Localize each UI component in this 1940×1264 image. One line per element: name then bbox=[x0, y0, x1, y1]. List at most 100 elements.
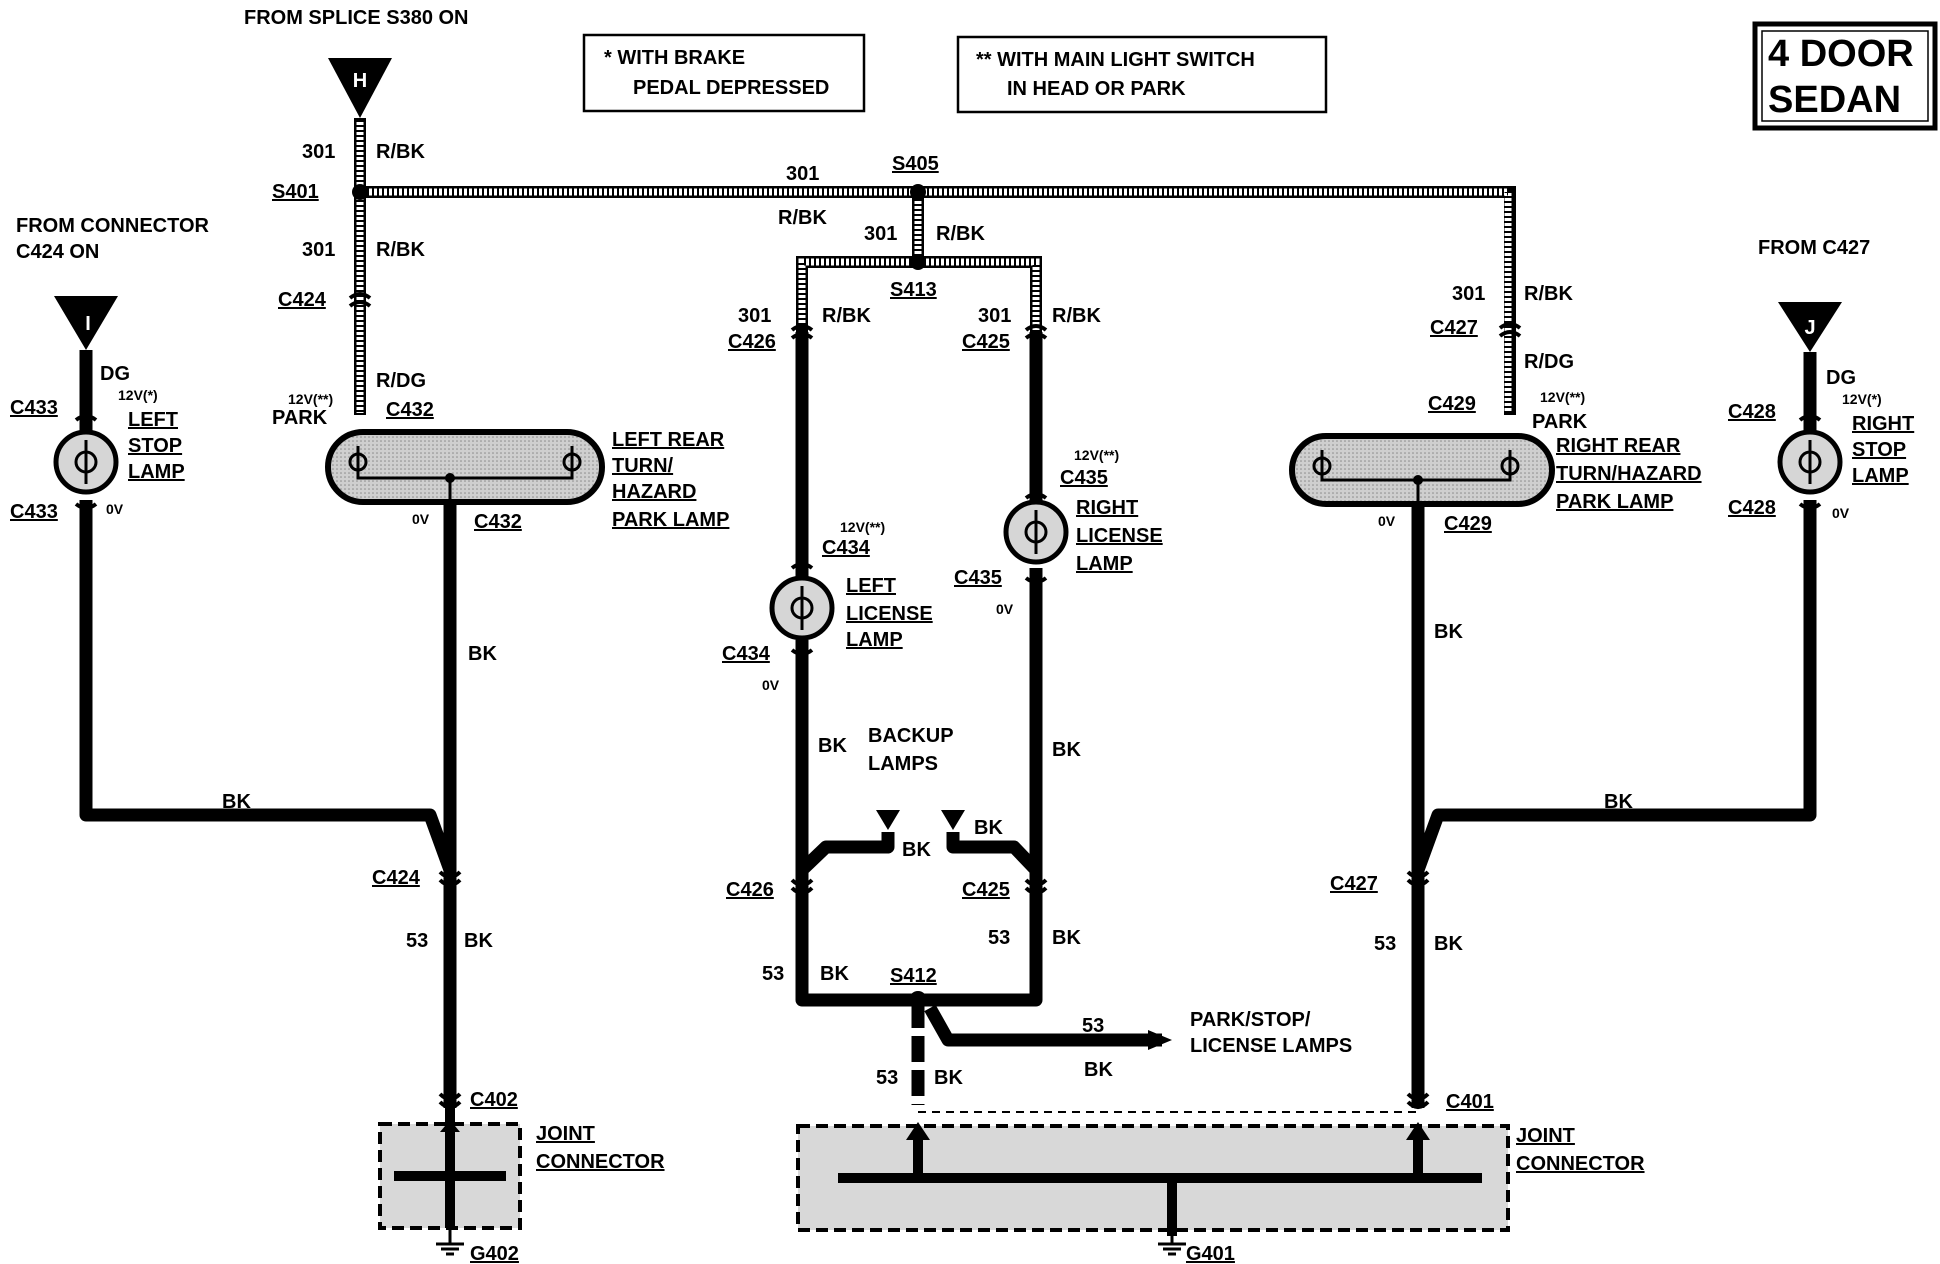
splice-s412-dot bbox=[909, 991, 927, 1009]
left-stop-name-3: LAMP bbox=[128, 461, 185, 483]
color-bk-a: BK bbox=[468, 643, 497, 665]
conn-c428-bottom: C428 bbox=[1728, 497, 1776, 519]
terminal-h: H bbox=[328, 58, 392, 118]
conn-c427-top: C427 bbox=[1430, 317, 1478, 339]
backup-right-arrow bbox=[941, 810, 965, 830]
color-rbk-d: R/BK bbox=[936, 223, 985, 245]
park-left: PARK bbox=[272, 407, 328, 429]
terminal-h-letter: H bbox=[353, 70, 367, 92]
volt-right-lic-0v: 0V bbox=[996, 601, 1014, 617]
left-stop-name-1: LEFT bbox=[128, 409, 178, 431]
left-rear-lamp bbox=[325, 429, 605, 505]
splice-s405-dot bbox=[910, 184, 926, 200]
conn-c401-label: C401 bbox=[1446, 1091, 1494, 1113]
right-lic-name-2: LICENSE bbox=[1076, 525, 1163, 547]
joint-connector-left bbox=[378, 1108, 522, 1230]
conn-c427-bottom: C427 bbox=[1330, 873, 1378, 895]
from-c427-label: FROM C427 bbox=[1758, 237, 1870, 259]
circuit-53-e: 53 bbox=[876, 1067, 898, 1089]
left-license-lamp bbox=[769, 575, 835, 641]
color-rbk-g: R/BK bbox=[1524, 283, 1573, 305]
backup-lamps-1: BACKUP bbox=[868, 725, 954, 747]
circuit-301-c: 301 bbox=[786, 163, 819, 185]
joint-left-name-1: JOINT bbox=[536, 1123, 595, 1145]
conn-c425-top: C425 bbox=[962, 331, 1010, 353]
conn-c425-bottom: C425 bbox=[962, 879, 1010, 901]
color-rbk-e: R/BK bbox=[822, 305, 871, 327]
joint-right-name-1: JOINT bbox=[1516, 1125, 1575, 1147]
conn-c434-top: C434 bbox=[822, 537, 871, 559]
joint-right-name-2: CONNECTOR bbox=[1516, 1153, 1645, 1175]
color-rbk-a: R/BK bbox=[376, 141, 425, 163]
left-lic-name-1: LEFT bbox=[846, 575, 896, 597]
ground-g402 bbox=[436, 1228, 464, 1256]
conn-c426-top: C426 bbox=[728, 331, 776, 353]
note-switch-line2: IN HEAD OR PARK bbox=[1007, 78, 1186, 100]
right-license-lamp bbox=[1003, 499, 1069, 565]
color-rbk-f: R/BK bbox=[1052, 305, 1101, 327]
from-splice-label: FROM SPLICE S380 ON bbox=[244, 7, 469, 29]
volt-left-rear: 12V(**) bbox=[288, 391, 333, 407]
conn-c432-top: C432 bbox=[386, 399, 434, 421]
park-right: PARK bbox=[1532, 411, 1588, 433]
right-lic-name-3: LAMP bbox=[1076, 553, 1133, 575]
terminal-j-letter: J bbox=[1804, 317, 1815, 339]
color-bk-e: BK bbox=[902, 839, 931, 861]
right-stop-lamp bbox=[1777, 429, 1843, 495]
conn-c402-label: C402 bbox=[470, 1089, 518, 1111]
splice-s405-label: S405 bbox=[892, 153, 939, 175]
backup-left-arrow bbox=[876, 810, 900, 830]
conn-c435-bottom: C435 bbox=[954, 567, 1002, 589]
hatched-wires bbox=[354, 118, 1516, 415]
right-rear-lamp bbox=[1289, 433, 1555, 507]
splice-s412-label: S412 bbox=[890, 965, 937, 987]
circuit-301-a: 301 bbox=[302, 141, 335, 163]
volt-left-lic-0v: 0V bbox=[762, 677, 780, 693]
note-brake-line2: PEDAL DEPRESSED bbox=[633, 77, 829, 99]
color-bk-n: BK bbox=[1434, 933, 1463, 955]
left-rear-name-4: PARK LAMP bbox=[612, 509, 729, 531]
left-rear-name-2: TURN/ bbox=[612, 455, 674, 477]
volt-left-lic: 12V(**) bbox=[840, 519, 885, 535]
right-rear-name-3: PARK LAMP bbox=[1556, 491, 1673, 513]
right-stop-name-1: RIGHT bbox=[1852, 413, 1914, 435]
left-lic-name-3: LAMP bbox=[846, 629, 903, 651]
color-bk-f: BK bbox=[974, 817, 1003, 839]
circuit-301-e: 301 bbox=[738, 305, 771, 327]
volt-right-lic: 12V(**) bbox=[1074, 447, 1119, 463]
park-stop-lic-1: PARK/STOP/ bbox=[1190, 1009, 1311, 1031]
color-bk-m: BK bbox=[1604, 791, 1633, 813]
conn-c429-bottom: C429 bbox=[1444, 513, 1492, 535]
conn-c429-top: C429 bbox=[1428, 393, 1476, 415]
circuit-301-b: 301 bbox=[302, 239, 335, 261]
circuit-53-b: 53 bbox=[988, 927, 1010, 949]
connector-chevrons bbox=[74, 292, 1822, 1109]
volt-right-stop: 12V(*) bbox=[1842, 391, 1882, 407]
color-bk-b: BK bbox=[222, 791, 251, 813]
ground-g401 bbox=[1158, 1236, 1186, 1256]
volt-right-stop-0v: 0V bbox=[1832, 505, 1850, 521]
from-connector-label-1: FROM CONNECTOR bbox=[16, 215, 210, 237]
circuit-53-d: 53 bbox=[1082, 1015, 1104, 1037]
splice-s413-label: S413 bbox=[890, 279, 937, 301]
note-switch-box: ** WITH MAIN LIGHT SWITCH IN HEAD OR PAR… bbox=[956, 35, 1328, 114]
color-bk-c: BK bbox=[464, 930, 493, 952]
conn-c434-bottom: C434 bbox=[722, 643, 771, 665]
color-bk-k: BK bbox=[934, 1067, 963, 1089]
right-rear-name-2: TURN/HAZARD bbox=[1556, 463, 1702, 485]
conn-c426-bottom: C426 bbox=[726, 879, 774, 901]
left-rear-name-1: LEFT REAR bbox=[612, 429, 725, 451]
left-stop-lamp bbox=[53, 429, 119, 495]
color-rbk-b: R/BK bbox=[376, 239, 425, 261]
left-stop-name-2: STOP bbox=[128, 435, 182, 457]
terminal-i-letter: I bbox=[85, 313, 91, 335]
ground-g401-label: G401 bbox=[1186, 1243, 1235, 1264]
circuit-53-a: 53 bbox=[406, 930, 428, 952]
conn-c433-top: C433 bbox=[10, 397, 58, 419]
conn-c435-top: C435 bbox=[1060, 467, 1108, 489]
color-bk-i: BK bbox=[820, 963, 849, 985]
color-bk-h: BK bbox=[1052, 927, 1081, 949]
conn-c428-top: C428 bbox=[1728, 401, 1776, 423]
park-stop-lic-2: LICENSE LAMPS bbox=[1190, 1035, 1352, 1057]
color-rdg-b: R/DG bbox=[1524, 351, 1574, 373]
